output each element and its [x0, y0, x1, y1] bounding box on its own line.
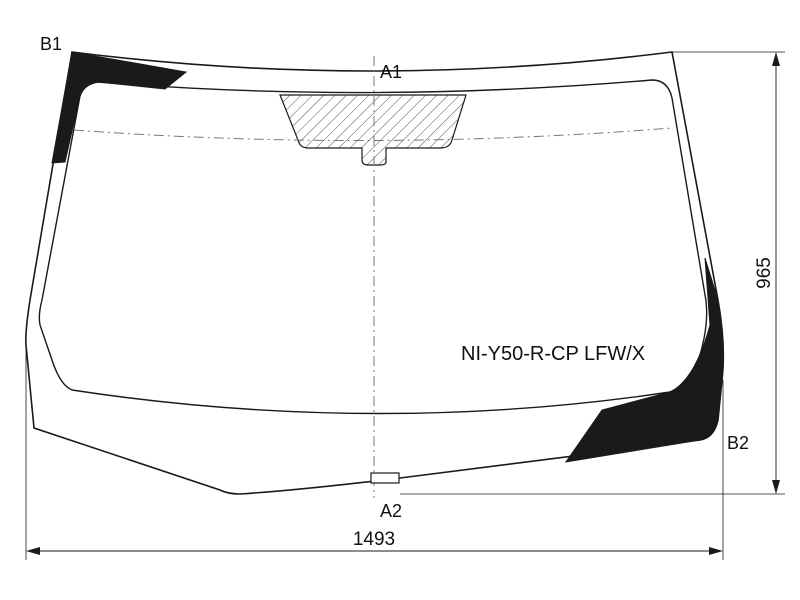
width-arrow-left — [26, 547, 40, 555]
dimension-width: 1493 — [353, 529, 395, 550]
bottom-tab — [370, 472, 400, 484]
reference-line-horizontal — [73, 127, 673, 142]
sensor-area-hatched — [279, 94, 467, 166]
label-a1: A1 — [380, 62, 402, 82]
ceramic-band-top-left — [51, 51, 188, 164]
label-b1: B1 — [40, 34, 62, 54]
height-arrow-bottom — [772, 480, 780, 494]
glass-inner-outline — [38, 79, 708, 415]
height-arrow-top — [772, 52, 780, 66]
ceramic-band-bottom-right — [564, 257, 724, 463]
label-b2: B2 — [727, 433, 749, 453]
label-a2: A2 — [380, 501, 402, 521]
dimension-height: 965 — [754, 257, 775, 289]
model-code: NI-Y50-R-CP LFW/X — [461, 343, 645, 365]
width-arrow-right — [709, 547, 723, 555]
